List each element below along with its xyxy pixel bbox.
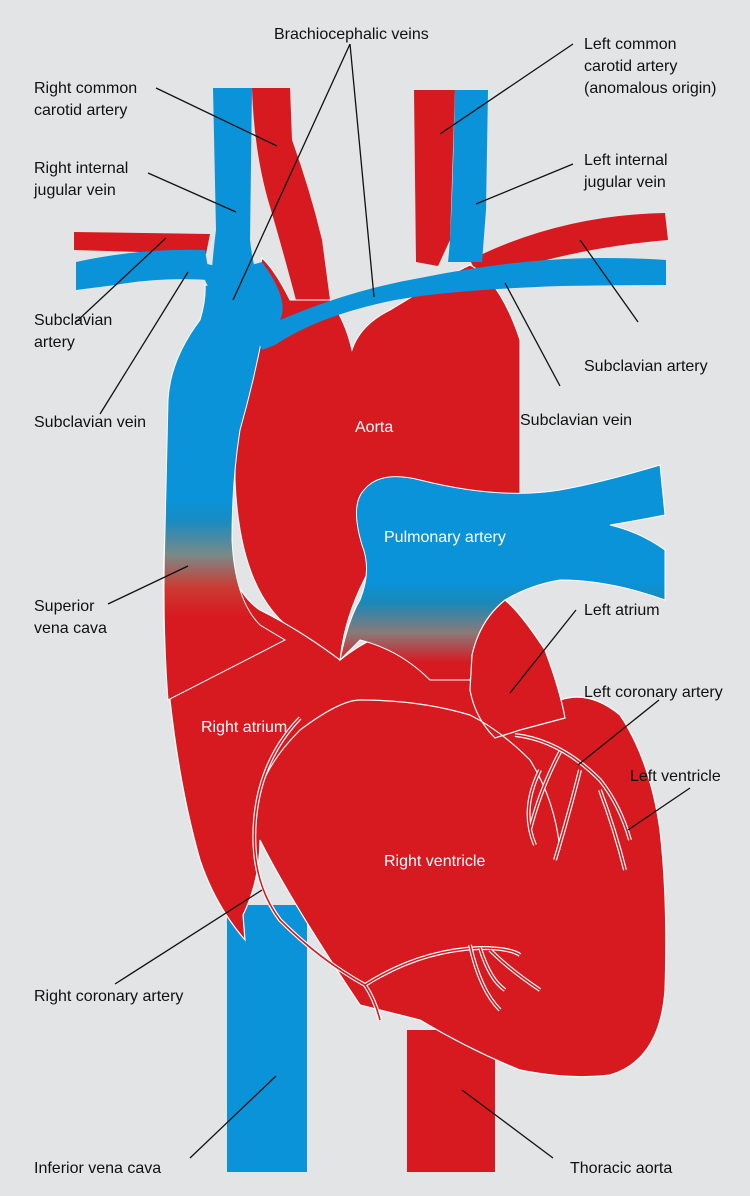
- left-common-carotid-vessel: [414, 90, 455, 266]
- label-right-internal-jugular-vein: Right internal jugular vein: [34, 158, 128, 202]
- label-subclavian-vein-right: Subclavian vein: [520, 410, 632, 432]
- label-thoracic-aorta: Thoracic aorta: [570, 1158, 672, 1180]
- label-right-coronary-artery: Right coronary artery: [34, 986, 183, 1008]
- label-right-ventricle: Right ventricle: [384, 852, 485, 872]
- label-inferior-vena-cava: Inferior vena cava: [34, 1158, 161, 1180]
- label-right-atrium: Right atrium: [201, 718, 287, 738]
- right-subclavian-vein-vessel: [76, 250, 210, 290]
- label-subclavian-vein-left: Subclavian vein: [34, 412, 146, 434]
- label-aorta: Aorta: [355, 418, 393, 438]
- label-brachiocephalic-veins: Brachiocephalic veins: [274, 24, 429, 46]
- label-subclavian-artery-left: Subclavian artery: [34, 310, 112, 354]
- label-left-internal-jugular-vein: Left internal jugular vein: [584, 150, 668, 194]
- label-left-atrium: Left atrium: [584, 600, 660, 622]
- label-left-coronary-artery: Left coronary artery: [584, 682, 723, 704]
- inferior-vena-cava-vessel: [227, 905, 307, 1172]
- label-right-common-carotid-artery: Right common carotid artery: [34, 78, 137, 122]
- label-left-common-carotid-artery: Left common carotid artery (anomalous or…: [584, 34, 717, 100]
- label-superior-vena-cava: Superior vena cava: [34, 596, 107, 640]
- label-pulmonary-artery: Pulmonary artery: [384, 528, 506, 548]
- label-left-ventricle: Left ventricle: [630, 766, 721, 788]
- label-subclavian-artery-right: Subclavian artery: [584, 356, 708, 378]
